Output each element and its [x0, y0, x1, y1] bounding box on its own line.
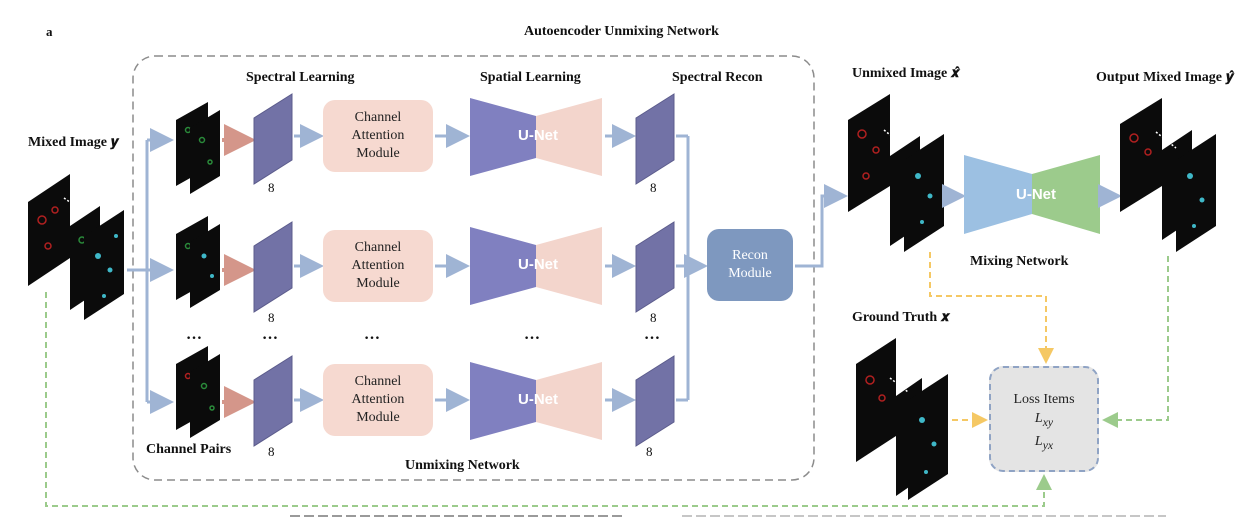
- ground-truth-label: Ground Truth 𝒙: [852, 310, 950, 325]
- recon-count-row2: 8: [650, 310, 657, 325]
- spectral-learning-header: Spectral Learning: [246, 70, 355, 85]
- ellipsis-cam: …: [364, 326, 381, 343]
- spatial-learning-header: Spatial Learning: [480, 70, 581, 85]
- diagram-title: Autoencoder Unmixing Network: [524, 24, 719, 39]
- channel-pair-row2: [176, 216, 220, 308]
- unmixed-image-label: Unmixed Image 𝒙̂: [852, 66, 960, 81]
- ellipsis-unet: …: [524, 326, 541, 343]
- channel-pair-row3: [176, 346, 220, 438]
- spectral-block-row1: [253, 93, 293, 185]
- loss-lxy: Lxy: [1034, 411, 1054, 429]
- mixed-to-loss-line: [45, 292, 1052, 507]
- spectral-count-row1: 8: [268, 180, 275, 195]
- mixing-network-label: Mixing Network: [970, 254, 1069, 269]
- ellipsis-spectral: …: [262, 326, 279, 343]
- loss-lyx: Lyx: [1034, 433, 1054, 452]
- mixing-unet-label: U-Net: [1016, 186, 1056, 203]
- spectral-count-row3: 8: [268, 444, 275, 459]
- mixing-unet: [964, 155, 1100, 234]
- loss-items-box: Loss Items Lxy Lyx: [989, 366, 1099, 472]
- ellipsis-recon: …: [644, 326, 661, 343]
- recon-block-row1: [635, 93, 675, 185]
- recon-count-row3: 8: [646, 444, 653, 459]
- unet-label-row3: U-Net: [518, 391, 558, 408]
- mixed-image-stack: [28, 174, 124, 320]
- mixed-image-label: Mixed Image 𝒚: [28, 135, 120, 150]
- ellipsis-pairs: …: [186, 326, 203, 343]
- channel-pair-row1: [176, 102, 220, 194]
- unmixing-network-label: Unmixing Network: [405, 458, 520, 473]
- unet-label-row2: U-Net: [518, 256, 558, 273]
- unet-row2: [470, 227, 602, 305]
- unet-label-row1: U-Net: [518, 127, 558, 144]
- spectral-block-row3: [253, 355, 293, 447]
- panel-letter: a: [46, 24, 53, 39]
- recon-block-row2: [635, 221, 675, 313]
- output-to-loss-line: [1102, 256, 1169, 428]
- unmixed-to-loss-line: [929, 252, 1054, 364]
- spectral-count-row2: 8: [268, 310, 275, 325]
- recon-block-row3: [635, 355, 675, 447]
- ground-truth-stack: [856, 338, 948, 500]
- output-image-stack: [1120, 98, 1216, 252]
- autoencoder-dashed-box: [132, 55, 815, 481]
- spectral-recon-header: Spectral Recon: [672, 70, 763, 85]
- output-mixed-image-label: Output Mixed Image 𝒚̂: [1096, 70, 1235, 85]
- unet-row1: [470, 98, 602, 176]
- loss-items-title: Loss Items: [1013, 392, 1075, 407]
- unet-row3: [470, 362, 602, 440]
- spectral-block-row2: [253, 221, 293, 313]
- unmixed-image-stack: [848, 94, 944, 252]
- recon-count-row1: 8: [650, 180, 657, 195]
- channel-pairs-label: Channel Pairs: [146, 442, 232, 457]
